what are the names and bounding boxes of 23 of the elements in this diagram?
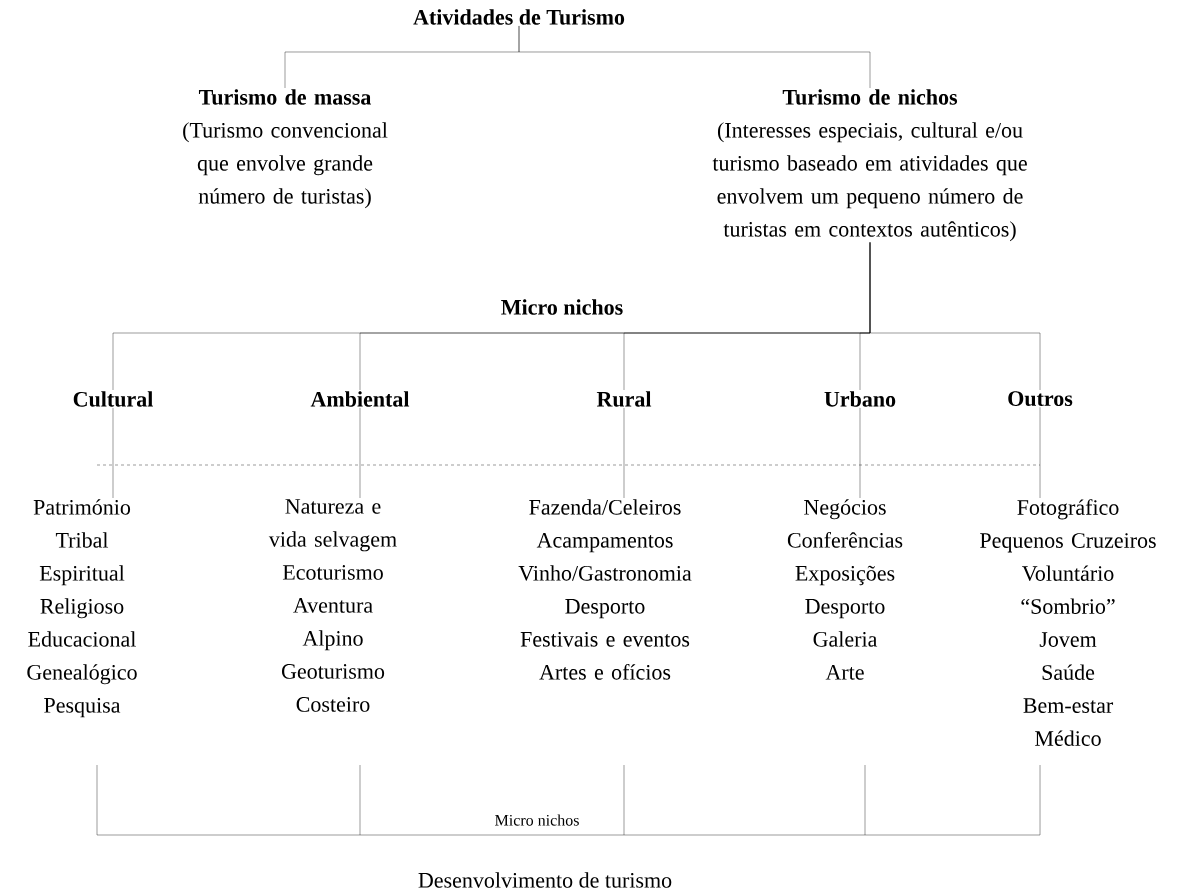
caption-text: Desenvolvimento de turismo — [418, 872, 672, 888]
note-text: Micro nichos — [495, 814, 579, 826]
category-text: Turismo de nichos (Interesses especiais, cultural e/ou turismo baseado em atividades que envolvem um pequeno número de turistas em contextos autênticos) — [712, 89, 1027, 242]
connector-line — [112, 407, 114, 499]
note-text: Micro nichos — [501, 299, 623, 315]
item-list: Natureza e vida selvagem Ecoturismo Aventura Alpino Geoturismo Costeiro — [268, 499, 397, 712]
connector-line — [623, 407, 625, 499]
connector-line — [359, 407, 361, 499]
item-list: Negócios Conferências Exposições Desporto Galeria Arte — [787, 499, 903, 680]
item-list: Fazenda/Celeiros Acampamentos Vinho/Gastronomia Desporto Festivais e eventos Artes e ofícios — [518, 499, 692, 680]
connector-line — [518, 25, 871, 89]
item-list: Fotográfico Pequenos Cruzeiros Voluntário “Sombrio” Jovem Saúde Bem-estar Médico — [980, 499, 1156, 746]
item-list: Património Tribal Espiritual Religioso Educacional Genealógico Pesquisa — [27, 499, 137, 718]
category-heading: Urbano — [824, 391, 896, 407]
category-heading: Rural — [596, 391, 652, 407]
category-heading: Outros — [1008, 391, 1073, 407]
connector-line — [1039, 407, 1041, 499]
category-heading: Ambiental — [310, 391, 410, 407]
category-text: Turismo de massa (Turismo convencional que envolve grande número de turistas) — [183, 89, 388, 209]
connector-line — [859, 407, 861, 499]
title-text: Atividades de Turismo — [413, 9, 625, 25]
connector-line — [869, 242, 1041, 391]
category-heading: Cultural — [73, 391, 153, 407]
